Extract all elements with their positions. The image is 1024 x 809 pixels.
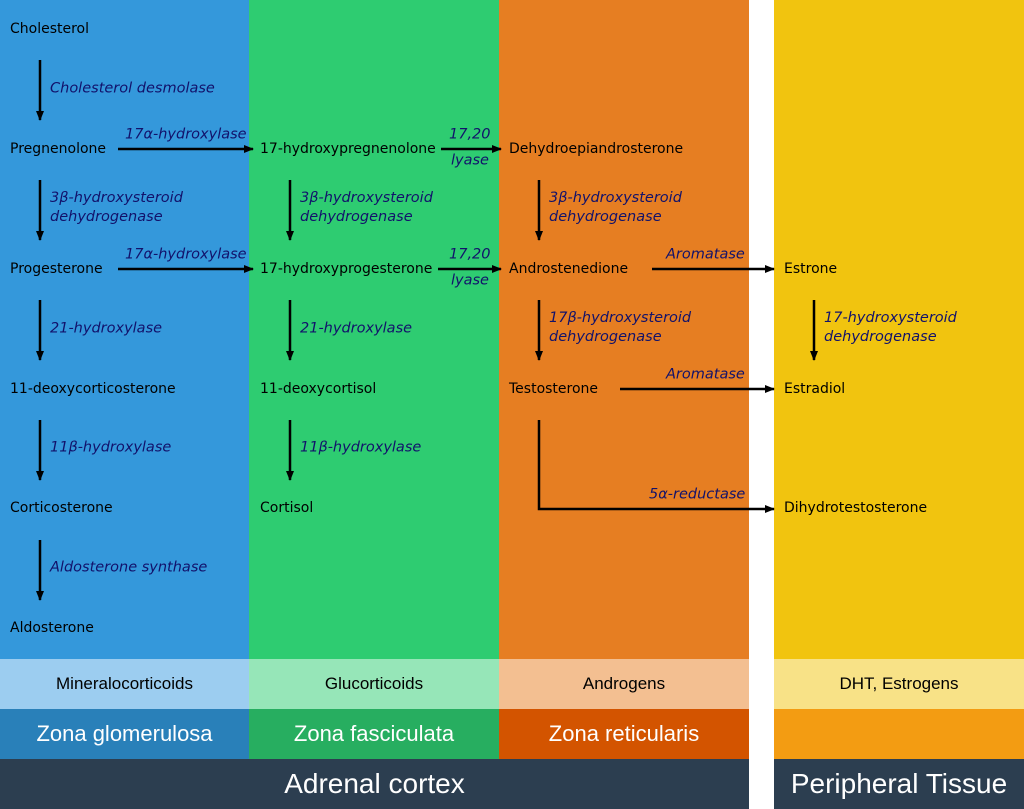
- enzyme-21-hydroxylase: 21-hydroxylase: [300, 320, 413, 337]
- compound-aldosterone: Aldosterone: [10, 620, 94, 636]
- enzyme-line: 17β-hydroxysteroid: [549, 310, 692, 326]
- enzyme-21-hydroxylase: 21-hydroxylase: [50, 320, 163, 337]
- enzyme-3b-hsd: 3β-hydroxysteroid dehydrogenase: [50, 189, 183, 227]
- region-peripheral-tissue: Peripheral Tissue: [774, 759, 1024, 809]
- enzyme-aromatase: Aromatase: [666, 366, 745, 383]
- enzyme-lyase: lyase: [451, 272, 489, 289]
- enzyme-11b-hydroxylase: 11β-hydroxylase: [300, 439, 422, 456]
- zone-fasciculata: Zona fasciculata: [249, 709, 499, 759]
- compound-pregnenolone: Pregnenolone: [10, 141, 107, 157]
- compound-cortisol: Cortisol: [260, 500, 314, 516]
- enzyme-line: dehydrogenase: [50, 209, 163, 225]
- compound-dhea: Dehydroepiandrosterone: [509, 141, 684, 157]
- compound-deoxycortisol: 11-deoxycortisol: [260, 381, 377, 397]
- arrow: [537, 420, 775, 513]
- class-mineralocorticoids: Mineralocorticoids: [0, 659, 249, 709]
- compound-progesterone: Progesterone: [10, 261, 103, 277]
- enzyme-line: dehydrogenase: [300, 209, 413, 225]
- enzyme-line: 3β-hydroxysteroid: [50, 190, 183, 206]
- class-androgens: Androgens: [499, 659, 749, 709]
- zone-peripheral: [774, 709, 1024, 759]
- enzyme-lyase: 17,20: [449, 246, 491, 263]
- compound-hydroxypregnenolone: 17-hydroxypregnenolone: [260, 141, 436, 157]
- enzyme-line: 17-hydroxysteroid: [824, 310, 957, 326]
- enzyme-3b-hsd: 3β-hydroxysteroid dehydrogenase: [549, 189, 682, 227]
- enzyme-3b-hsd: 3β-hydroxysteroid dehydrogenase: [300, 189, 433, 227]
- enzyme-17a-hydroxylase: 17α-hydroxylase: [125, 246, 247, 263]
- class-glucocorticoids: Glucorticoids: [249, 659, 499, 709]
- enzyme-line: 3β-hydroxysteroid: [300, 190, 433, 206]
- compound-hydroxyprogesterone: 17-hydroxyprogesterone: [260, 261, 433, 277]
- enzyme-17-hsd: 17-hydroxysteroid dehydrogenase: [824, 309, 957, 347]
- enzyme-11b-hydroxylase: 11β-hydroxylase: [50, 439, 172, 456]
- class-dht-estrogens: DHT, Estrogens: [774, 659, 1024, 709]
- zone-glomerulosa: Zona glomerulosa: [0, 709, 249, 759]
- enzyme-aldosterone-synthase: Aldosterone synthase: [50, 559, 208, 576]
- enzyme-line: dehydrogenase: [549, 209, 662, 225]
- compound-estrone: Estrone: [784, 261, 838, 277]
- enzyme-line: dehydrogenase: [549, 329, 662, 345]
- compound-deoxycorticosterone: 11-deoxycorticosterone: [10, 381, 176, 397]
- enzyme-lyase: lyase: [451, 152, 489, 169]
- enzyme-17a-hydroxylase: 17α-hydroxylase: [125, 126, 247, 143]
- zona-glomerulosa-column: [0, 0, 249, 659]
- enzyme-17b-hsd: 17β-hydroxysteroid dehydrogenase: [549, 309, 691, 347]
- region-adrenal-cortex: Adrenal cortex: [0, 759, 749, 809]
- compound-testosterone: Testosterone: [509, 381, 599, 397]
- compound-androstenedione: Androstenedione: [509, 261, 629, 277]
- enzyme-desmolase: Cholesterol desmolase: [50, 80, 215, 97]
- enzyme-aromatase: Aromatase: [666, 246, 745, 263]
- zone-reticularis: Zona reticularis: [499, 709, 749, 759]
- compound-estradiol: Estradiol: [784, 381, 846, 397]
- enzyme-5a-reductase: 5α-reductase: [649, 486, 746, 503]
- compound-corticosterone: Corticosterone: [10, 500, 113, 516]
- compound-dht: Dihydrotestosterone: [784, 500, 928, 516]
- enzyme-line: dehydrogenase: [824, 329, 937, 345]
- arrows-layer: [36, 60, 818, 601]
- peripheral-column: [774, 0, 1024, 659]
- enzyme-line: 3β-hydroxysteroid: [549, 190, 682, 206]
- zona-reticularis-column: [499, 0, 749, 659]
- enzyme-lyase: 17,20: [449, 126, 491, 143]
- compound-cholesterol: Cholesterol: [10, 21, 90, 37]
